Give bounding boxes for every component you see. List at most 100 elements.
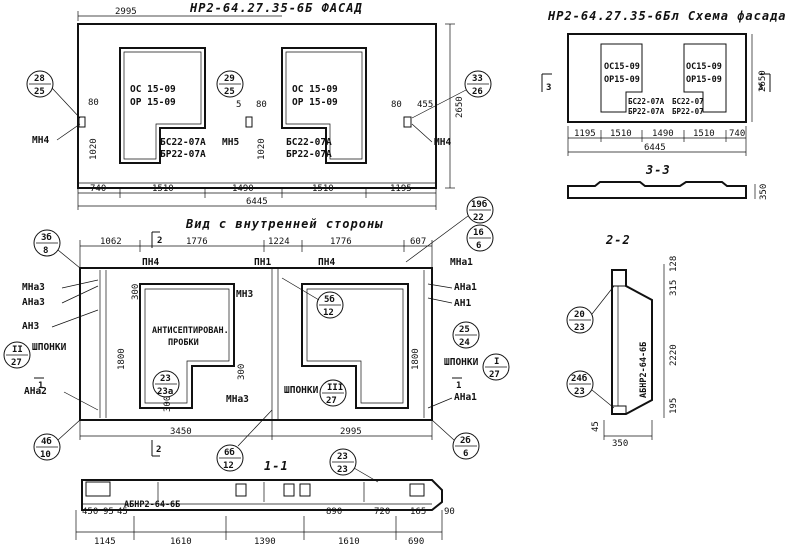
scheme-opening-left	[600, 43, 643, 113]
section-1-1-dim-90: 90	[444, 507, 455, 517]
facade-mn4-left-label: МН4	[32, 135, 49, 146]
inner-ref-6b-12	[216, 444, 244, 472]
facade-win2-line2: ОР 15-09	[292, 97, 338, 108]
section-1-1-bot-dim-3: 1390	[254, 537, 276, 547]
inner-ana1-bottom: АНа1	[454, 392, 477, 403]
facade-ref-25a: 25	[34, 87, 45, 97]
scheme-win1-a: ОС15-09	[604, 62, 640, 72]
inner-mna3-left: МНа3	[22, 282, 45, 293]
scheme-bot-dim-5: 740	[729, 129, 745, 139]
scheme-win1-b: ОР15-09	[604, 75, 640, 85]
section-3-3-title: 3-3	[645, 163, 671, 177]
inner-pn4-left: ПН4	[142, 257, 159, 268]
facade-ref-33: 33	[472, 74, 483, 84]
section-1-1-ref-23b: 23	[337, 465, 348, 475]
inner-top-dim-1: 1062	[100, 237, 122, 247]
facade-dim-80c: 80	[391, 100, 402, 110]
inner-ref-6b: 6	[463, 449, 468, 459]
inner-section-mark-1-right: 1	[456, 381, 461, 391]
section-2-2-dim-195: 195	[669, 398, 679, 414]
scheme-dim-2650: 2650	[758, 70, 768, 92]
facade-bot-dim-2: 1510	[152, 184, 174, 194]
facade-dim-2650: 2650	[455, 96, 465, 118]
inner-opening-left	[139, 283, 235, 409]
scheme-win2-b: ОР15-09	[686, 75, 722, 85]
facade-door1-line1: БС22-07А	[160, 137, 206, 148]
inner-ref-12a: 12	[323, 308, 334, 318]
facade-total-dim: 6445	[246, 197, 268, 207]
scheme-door1-a: БС22-07А	[628, 97, 665, 106]
section-2-2-title: 2-2	[605, 233, 631, 247]
inner-ref-3b: 3б	[41, 232, 52, 243]
section-1-1-dim-45: 45	[117, 507, 128, 517]
inner-top-dim-5: 607	[410, 237, 426, 247]
facade-top-dim: 2995	[115, 7, 137, 17]
section-2-2-dim-315: 315	[669, 280, 679, 296]
inner-ref-19b-22	[466, 196, 494, 224]
section-1-1-dim-720: 720	[374, 507, 390, 517]
facade-dim-80b: 80	[256, 100, 267, 110]
scheme-section-mark-left: 3	[546, 83, 551, 93]
inner-opening-right	[301, 283, 409, 409]
facade-dim-1020b: 1020	[257, 138, 267, 160]
inner-ref-III-27	[319, 379, 347, 407]
facade-panel-outline	[77, 23, 437, 189]
inner-section-mark-bottom: 2	[156, 445, 161, 455]
facade-ref-29-25	[216, 70, 244, 98]
facade-door2-line2: БР22-07А	[286, 149, 332, 160]
inner-ref-22: 22	[473, 213, 484, 223]
inner-ref-24: 24	[459, 338, 470, 348]
inner-dim-1800b: 1800	[411, 348, 421, 370]
inner-ref-4b-10	[33, 433, 61, 461]
facade-dim-455: 455	[417, 100, 433, 110]
inner-an1: АН1	[454, 298, 471, 309]
section-1-1-dim-450: 450	[82, 507, 98, 517]
section-2-2-ref-20-23	[566, 306, 594, 334]
facade-ref-33-26	[464, 70, 492, 98]
facade-door1-line2: БР22-07А	[160, 149, 206, 160]
scheme-bot-dim-2: 1510	[610, 129, 632, 139]
inner-ref-6b2: 6б	[224, 447, 235, 458]
inner-ref-5b-12	[316, 291, 344, 319]
section-3-3-dim: 350	[759, 184, 769, 200]
inner-ref-23-23a	[152, 370, 180, 398]
inner-shponki-left: ШПОНКИ	[32, 342, 67, 353]
inner-mn3: МН3	[236, 289, 253, 300]
inner-ref-8: 8	[43, 246, 48, 256]
facade-ref-26: 26	[472, 87, 483, 97]
scheme-total-dim: 6445	[644, 143, 666, 153]
facade-dim-1020a: 1020	[89, 138, 99, 160]
inner-section-mark-1-left: 1	[38, 381, 43, 391]
inner-ana3: АНа3	[22, 297, 45, 308]
inner-ref-I-27	[482, 353, 510, 381]
facade-dim-80a: 80	[88, 98, 99, 108]
inner-ref-12b: 12	[223, 461, 234, 471]
facade-opening-right	[281, 47, 367, 164]
section-1-1-bot-dim-5: 690	[408, 537, 424, 547]
facade-win1-line2: ОР 15-09	[130, 97, 176, 108]
scheme-win2-a: ОС15-09	[686, 62, 722, 72]
inner-panel-outline	[79, 267, 433, 421]
inner-shponki-mid: ШПОНКИ	[284, 385, 319, 396]
inner-ref-III: III	[327, 383, 343, 393]
inner-title: Вид с внутренней стороны	[185, 217, 383, 231]
facade-embed-mn4-right	[403, 116, 412, 128]
scheme-bot-dim-1: 1195	[574, 129, 596, 139]
inner-top-dim-3: 1224	[268, 237, 290, 247]
section-1-1-profile	[81, 479, 443, 511]
inner-ref-2b: 2б	[460, 435, 471, 446]
inner-ref-19b: 19б	[471, 199, 487, 210]
scheme-title: НР2-64.27.35-6Бл Схема фасада	[547, 9, 787, 23]
inner-ana1-top: АНа1	[454, 282, 477, 293]
section-1-1-ref-23a: 23	[337, 452, 348, 462]
inner-bot-dim-2: 2995	[340, 427, 362, 437]
inner-bot-dim-1: 3450	[170, 427, 192, 437]
section-1-1-mark: АБНР2-64-6Б	[124, 500, 180, 510]
scheme-door2-b: БР22-07	[672, 107, 704, 116]
facade-bot-dim-3: 1490	[232, 184, 254, 194]
inner-ref-27a: 27	[11, 358, 22, 368]
scheme-panel-outline	[567, 33, 747, 123]
inner-view: Вид с внутренней стороны 1062 1776 1224 …	[3, 196, 510, 472]
inner-shponki-right: ШПОНКИ	[444, 357, 479, 368]
